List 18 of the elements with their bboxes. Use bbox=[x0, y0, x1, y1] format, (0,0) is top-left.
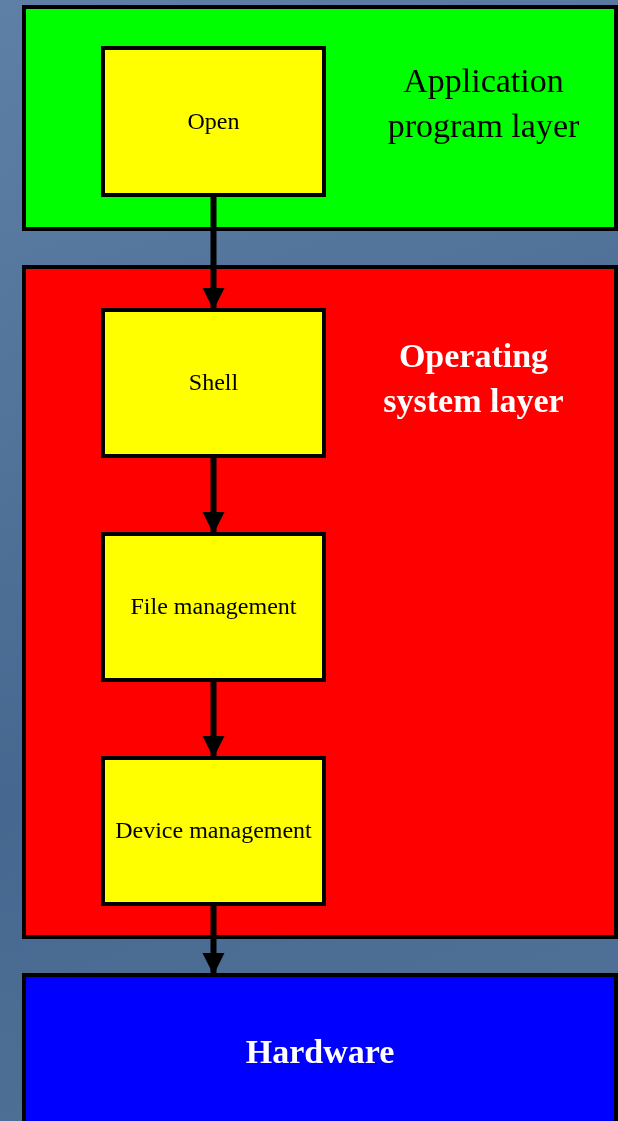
process-label: Open bbox=[187, 106, 240, 136]
layer-box bbox=[22, 5, 618, 231]
arrow bbox=[202, 682, 225, 758]
process-box bbox=[101, 532, 326, 682]
layer-label: Operating system layer bbox=[382, 336, 565, 421]
layer-box bbox=[22, 973, 618, 1121]
arrow bbox=[202, 197, 225, 310]
process-label: Shell bbox=[188, 368, 239, 398]
arrow bbox=[202, 458, 225, 534]
process-label: Device management bbox=[115, 816, 312, 846]
process-box bbox=[101, 308, 326, 458]
layer-label: Hardware bbox=[245, 1031, 395, 1072]
process-box bbox=[101, 756, 326, 906]
process-box bbox=[101, 46, 326, 197]
layer-box bbox=[22, 265, 618, 939]
arrow bbox=[202, 906, 225, 975]
layer-label: Application program layer bbox=[386, 61, 581, 146]
process-label: File management bbox=[130, 592, 297, 622]
